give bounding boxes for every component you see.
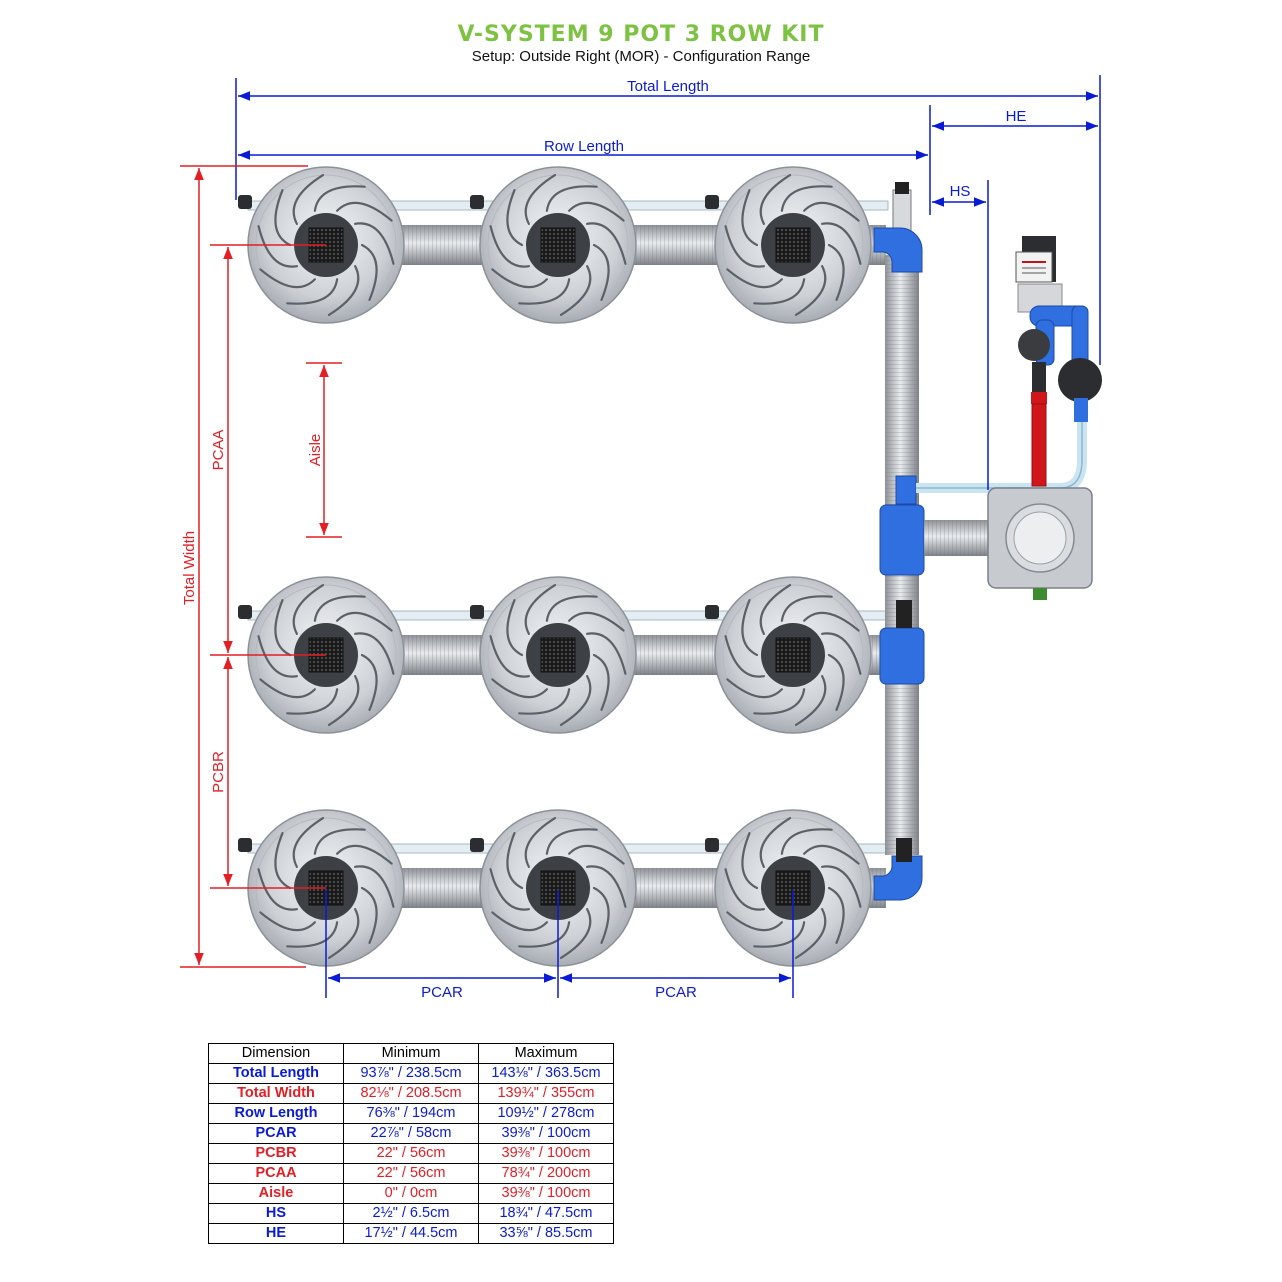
pump-assembly [1015, 236, 1102, 487]
table-cell-name: PCBR [208, 1143, 344, 1164]
valve-icon [705, 195, 719, 209]
table-cell-max: 33⅝" / 85.5cm [478, 1223, 614, 1244]
pot [470, 576, 637, 734]
table-cell-name: Total Width [208, 1083, 344, 1104]
table-cell-max: 39⅜" / 100cm [478, 1183, 614, 1204]
table-cell-min: 2½" / 6.5cm [343, 1203, 479, 1224]
valve-icon [705, 605, 719, 619]
pot [470, 166, 637, 324]
table-cell-name: Total Length [208, 1063, 344, 1084]
label-total-width: Total Width [181, 531, 198, 605]
label-pcbr: PCBR [210, 751, 227, 793]
table-cell-min: 0" / 0cm [343, 1183, 479, 1204]
dimension-lines: Total Length Row Length HE HS PCAR PCAR … [180, 75, 1101, 1001]
table-cell-max: 109½" / 278cm [478, 1103, 614, 1124]
table-cell-max: 139¾" / 355cm [478, 1083, 614, 1104]
label-pcaa: PCAA [210, 430, 227, 471]
label-hs: HS [950, 183, 971, 200]
table-cell-name: Row Length [208, 1103, 344, 1124]
pot [470, 809, 637, 967]
table-cell-name: PCAA [208, 1163, 344, 1184]
pot [705, 576, 872, 734]
page-title: V-SYSTEM 9 POT 3 ROW KIT [457, 22, 825, 47]
table-header-row: Dimension Minimum Maximum [208, 1043, 614, 1064]
valve-icon [238, 605, 252, 619]
table-cell-name: HE [208, 1223, 344, 1244]
table-cell-min: 22" / 56cm [343, 1163, 479, 1184]
label-row-length: Row Length [544, 138, 624, 155]
valve-icon [238, 838, 252, 852]
table-cell-min: 82⅛" / 208.5cm [343, 1083, 479, 1104]
table-cell-max: 39⅜" / 100cm [478, 1123, 614, 1144]
table-header: Minimum [343, 1043, 479, 1064]
table-cell-name: Aisle [208, 1183, 344, 1204]
table-cell-name: PCAR [208, 1123, 344, 1144]
valve-icon [238, 195, 252, 209]
label-pcar-2: PCAR [655, 984, 697, 1001]
valve-icon [470, 838, 484, 852]
table-cell-max: 78¾" / 200cm [478, 1163, 614, 1184]
valve-icon [470, 195, 484, 209]
pot [705, 166, 872, 324]
table-cell-name: HS [208, 1203, 344, 1224]
table-cell-min: 22" / 56cm [343, 1143, 479, 1164]
valve-icon [470, 605, 484, 619]
table-header: Dimension [208, 1043, 344, 1064]
table-cell-max: 39⅜" / 100cm [478, 1143, 614, 1164]
label-pcar-1: PCAR [421, 984, 463, 1001]
pots [238, 166, 872, 967]
table-cell-min: 17½" / 44.5cm [343, 1223, 479, 1244]
table-cell-min: 76⅜" / 194cm [343, 1103, 479, 1124]
label-total-length: Total Length [627, 78, 709, 95]
table-header: Maximum [478, 1043, 614, 1064]
table-cell-min: 93⅞" / 238.5cm [343, 1063, 479, 1084]
manifold-pipe [873, 182, 1087, 901]
page-subtitle: Setup: Outside Right (MOR) - Configurati… [471, 48, 811, 65]
label-he: HE [1006, 108, 1027, 125]
reservoir [987, 487, 1093, 600]
label-aisle: Aisle [307, 434, 324, 467]
table-cell-min: 22⅞" / 58cm [343, 1123, 479, 1144]
valve-icon [705, 838, 719, 852]
table-cell-max: 18¾" / 47.5cm [478, 1203, 614, 1224]
table-cell-max: 143⅛" / 363.5cm [478, 1063, 614, 1084]
pot [705, 809, 872, 967]
